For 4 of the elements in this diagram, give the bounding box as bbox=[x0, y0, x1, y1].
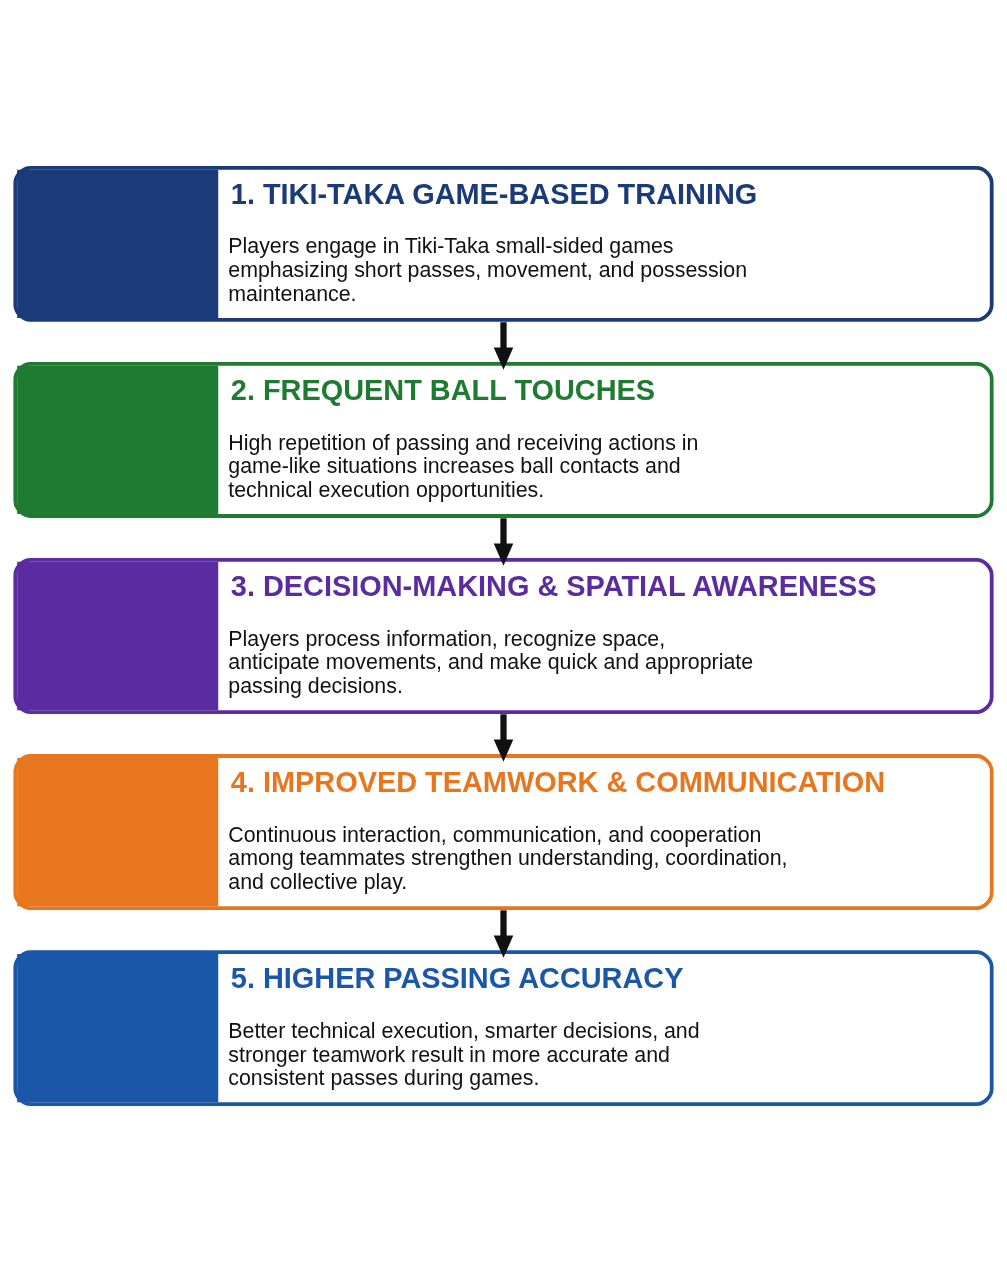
arrow bbox=[493, 713, 514, 762]
arrow bbox=[493, 909, 514, 958]
arrow bbox=[493, 321, 514, 370]
arrow bbox=[493, 517, 514, 566]
